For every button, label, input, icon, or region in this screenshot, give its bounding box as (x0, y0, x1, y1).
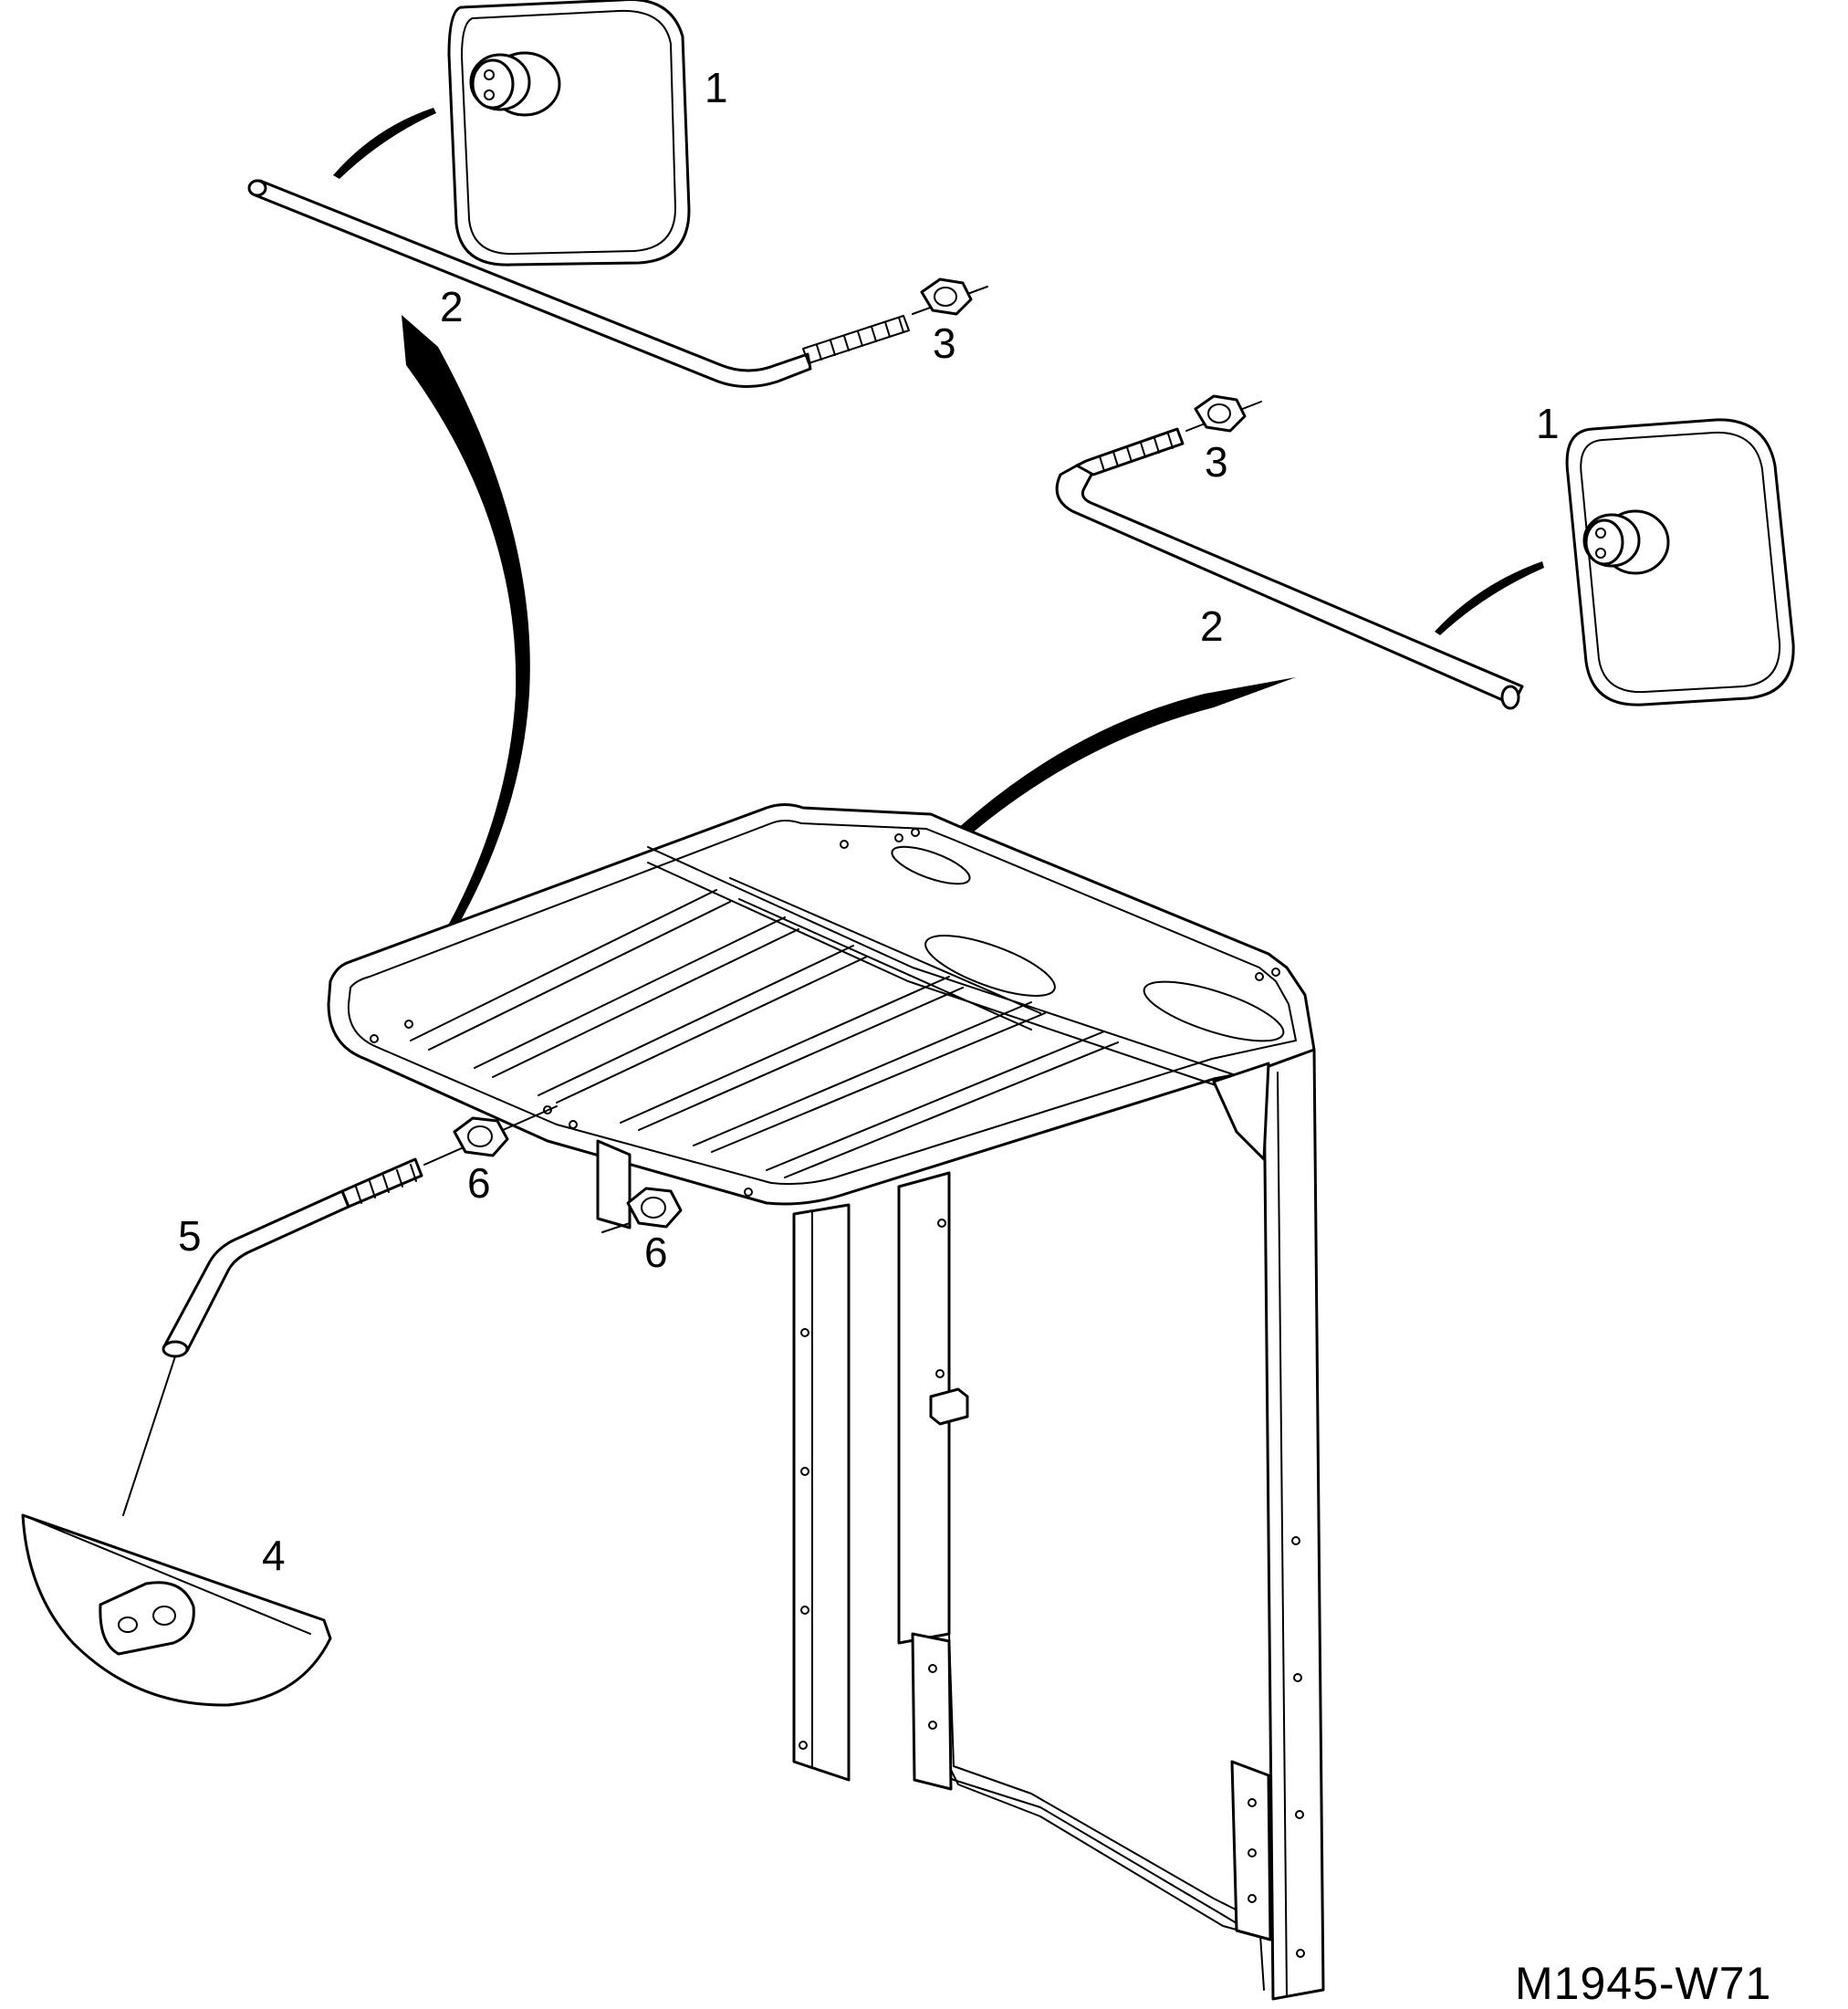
callout-nut-right: 3 (1205, 438, 1228, 486)
nut-upper-right (1194, 394, 1247, 433)
rod-upper-right (1055, 401, 1524, 710)
mirror-round (21, 1513, 332, 1707)
arrow-mirror-to-rod-right (1435, 561, 1544, 635)
nut-upper-left (920, 277, 973, 316)
callout-rod-right: 2 (1200, 602, 1224, 650)
canopy-frame (327, 803, 1316, 1206)
rod-lower (122, 1105, 558, 1516)
callout-nut-left: 3 (933, 319, 956, 367)
nut-lower-a (453, 1116, 509, 1157)
rod-upper-left (247, 179, 988, 389)
mirror-upper-left (447, 0, 691, 267)
callout-rod-left: 2 (440, 283, 464, 330)
callout-nut-lower-b: 6 (644, 1229, 668, 1276)
figure-code: M1945-W71 (1515, 1958, 1771, 2009)
mirror-upper-right (1565, 418, 1795, 706)
callout-mirror-left: 1 (705, 64, 728, 111)
callout-rod-lower: 5 (178, 1212, 202, 1260)
arrow-mirror-to-rod-left (333, 108, 436, 179)
nut-lower-b (601, 1187, 683, 1233)
callout-mirror-right: 1 (1536, 400, 1560, 447)
callout-nut-lower-a: 6 (467, 1159, 491, 1207)
frame-posts (596, 1048, 1325, 2001)
arrow-large-left (378, 315, 530, 1036)
callout-mirror-round: 4 (262, 1532, 286, 1579)
